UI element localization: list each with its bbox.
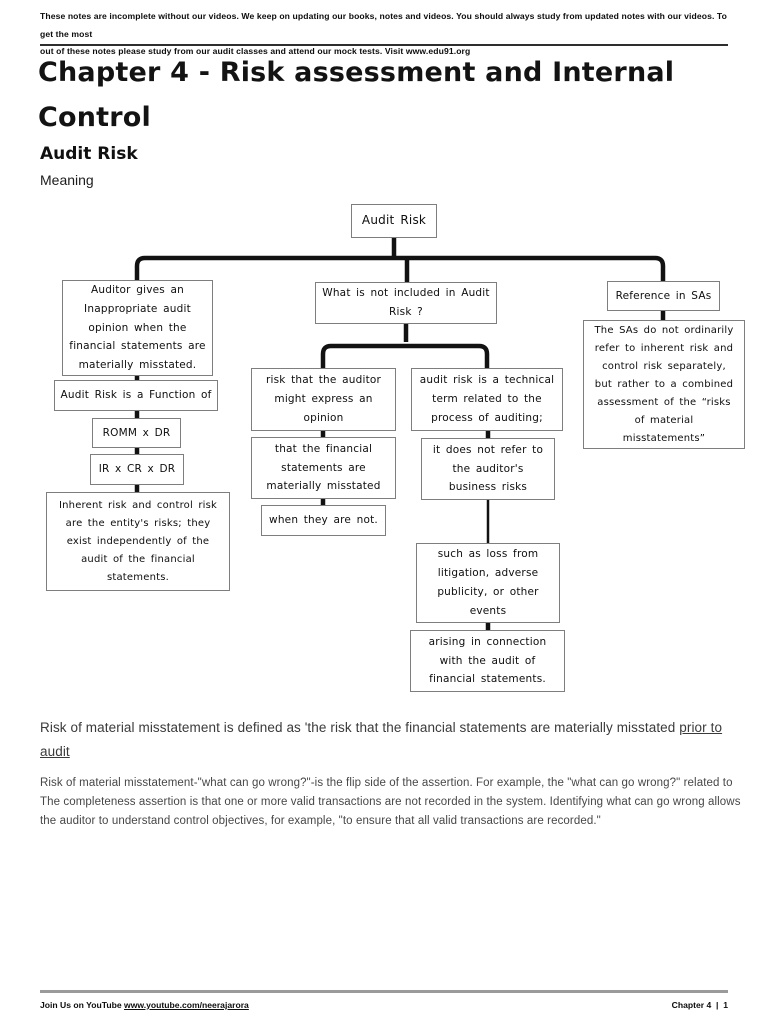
flowchart-node-function-of: Audit Risk is a Function of bbox=[54, 380, 218, 411]
disclaimer-text: These notes are incomplete without our v… bbox=[40, 8, 732, 61]
flowchart-node-when-not: when they are not. bbox=[261, 505, 386, 536]
romm-definition-paragraph: Risk of material misstatement is defined… bbox=[40, 716, 744, 763]
footer-page-label: Chapter 4 | 1 bbox=[671, 1000, 728, 1010]
flowchart-node-auditor-opinion: Auditor gives an Inappropriate audit opi… bbox=[62, 280, 213, 376]
footer-left: Join Us on YouTube www.youtube.com/neera… bbox=[40, 1000, 249, 1010]
flowchart-node-not-business-risks: it does not refer to the auditor's busin… bbox=[421, 438, 555, 500]
what-can-go-wrong-paragraph: Risk of material misstatement-"what can … bbox=[40, 777, 741, 828]
subheading-meaning: Meaning bbox=[40, 172, 94, 188]
header-divider bbox=[40, 44, 728, 46]
page-title: Chapter 4 - Risk assessment and Internal… bbox=[38, 57, 675, 134]
flowchart-node-audit-risk: Audit Risk bbox=[351, 204, 437, 238]
connector-mid-bar bbox=[320, 343, 490, 370]
footer: Join Us on YouTube www.youtube.com/neera… bbox=[40, 1000, 728, 1010]
flowchart-node-fs-misstated: that the financial statements are materi… bbox=[251, 437, 396, 499]
flowchart-node-sas-combined: The SAs do not ordinarily refer to inher… bbox=[583, 320, 745, 449]
connector-main-bar bbox=[134, 255, 666, 282]
disclaimer-line-2: out of these notes please study from our… bbox=[40, 46, 471, 57]
section-heading-audit-risk: Audit Risk bbox=[40, 144, 138, 164]
prior-to-audit-underlined: prior to audit bbox=[40, 720, 723, 759]
romm-definition-text: Risk of material misstatement is defined… bbox=[40, 720, 676, 735]
footer-divider bbox=[40, 990, 728, 993]
flowchart-node-inherent-control: Inherent risk and control risk are the e… bbox=[46, 492, 230, 591]
flowchart-node-arising-connection: arising in connection with the audit of … bbox=[410, 630, 565, 692]
join-us-text: Join Us on YouTube bbox=[40, 1000, 122, 1010]
flowchart-node-risk-express: risk that the auditor might express an o… bbox=[251, 368, 396, 431]
flowchart-node-loss-litigation: such as loss from litigation, adverse pu… bbox=[416, 543, 560, 623]
flowchart-node-ir-cr-dr: IR x CR x DR bbox=[90, 454, 184, 485]
flowchart-node-reference-sas: Reference in SAs bbox=[607, 281, 720, 311]
flowchart-node-technical-term: audit risk is a technical term related t… bbox=[411, 368, 563, 431]
disclaimer-line-1: These notes are incomplete without our v… bbox=[40, 11, 727, 39]
flowchart-node-romm-x-dr: ROMM x DR bbox=[92, 418, 181, 448]
flowchart-node-not-included: What is not included in Audit Risk ? bbox=[315, 282, 497, 324]
youtube-link[interactable]: www.youtube.com/neerajarora bbox=[124, 1000, 249, 1010]
